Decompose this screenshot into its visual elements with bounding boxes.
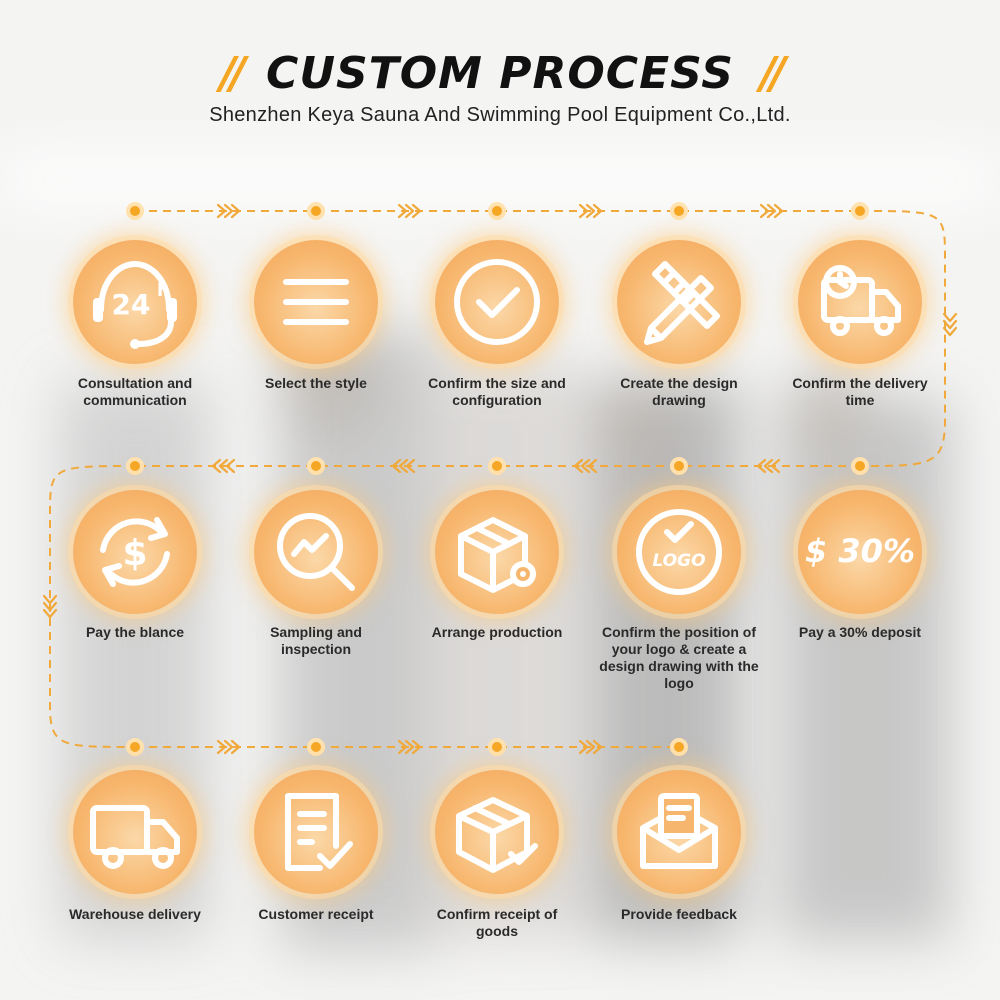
arrow-right-icon	[578, 739, 603, 755]
arrow-down-icon	[42, 594, 58, 619]
step-label: Sampling and inspection	[270, 624, 362, 657]
box-check-icon	[435, 770, 559, 894]
checkmark-circle-icon	[435, 240, 559, 364]
step-label: Warehouse delivery	[69, 906, 201, 922]
step-label: Pay the blance	[85, 624, 185, 640]
headset-24h-icon: 24 h	[73, 240, 197, 364]
menu-lines-icon	[254, 240, 378, 364]
step-dot	[488, 202, 506, 220]
svg-text:$ 30%: $ 30%	[805, 532, 915, 570]
step-dot	[851, 202, 869, 220]
step-dot	[126, 457, 144, 475]
step-label: Create the design drawing	[620, 375, 738, 408]
box-gear-icon	[435, 490, 559, 614]
step-label: Select the style	[265, 375, 367, 391]
step-label: Arrange production	[431, 624, 563, 640]
step-label: Confirm the position of your logo & crea…	[599, 624, 759, 691]
connector-curve-left	[49, 465, 136, 748]
step-dot	[126, 738, 144, 756]
logo-check-icon: LOGO	[617, 490, 741, 614]
arrow-right-icon	[397, 203, 422, 219]
receipt-check-icon	[254, 770, 378, 894]
arrow-left-icon	[573, 458, 598, 474]
step-dot	[307, 202, 325, 220]
arrow-right-icon	[759, 203, 784, 219]
connector-curve-right	[859, 210, 946, 467]
page-title: CUSTOM PROCESS	[266, 48, 734, 99]
step-label: Consultation and communication	[77, 375, 193, 408]
truck-icon	[73, 770, 197, 894]
arrow-left-icon	[211, 458, 236, 474]
svg-text:LOGO: LOGO	[652, 551, 705, 571]
magnifier-chart-icon	[254, 490, 378, 614]
arrow-left-icon	[391, 458, 416, 474]
step-label: Provide feedback	[621, 906, 737, 922]
company-subtitle: Shenzhen Keya Sauna And Swimming Pool Eq…	[209, 104, 791, 126]
step-label: Customer receipt	[258, 906, 374, 922]
envelope-letter-icon	[617, 770, 741, 894]
svg-text:$: $	[122, 533, 147, 574]
step-dot	[670, 738, 688, 756]
step-dot	[126, 202, 144, 220]
dollar-cycle-icon: $	[73, 490, 197, 614]
step-dot	[488, 457, 506, 475]
step-label: Pay a 30% deposit	[798, 624, 922, 640]
header: // CUSTOM PROCESS //	[0, 42, 1000, 106]
svg-text:24: 24	[112, 288, 151, 321]
step-label: Confirm the delivery time	[792, 375, 928, 408]
step-dot	[670, 202, 688, 220]
step-label: Confirm the size and configuration	[428, 375, 566, 408]
arrow-right-icon	[216, 739, 241, 755]
pencil-ruler-icon	[617, 240, 741, 364]
step-dot	[670, 457, 688, 475]
svg-text:h: h	[157, 280, 170, 301]
step-dot	[307, 738, 325, 756]
step-dot	[851, 457, 869, 475]
arrow-right-icon	[397, 739, 422, 755]
delivery-truck-clock-icon	[798, 240, 922, 364]
step-label: Confirm receipt of goods	[436, 906, 558, 939]
arrow-right-icon	[216, 203, 241, 219]
deposit-icon: $ 30%	[798, 490, 922, 614]
step-dot	[488, 738, 506, 756]
step-dot	[307, 457, 325, 475]
arrow-left-icon	[756, 458, 781, 474]
arrow-right-icon	[578, 203, 603, 219]
arrow-down-icon	[942, 312, 958, 337]
